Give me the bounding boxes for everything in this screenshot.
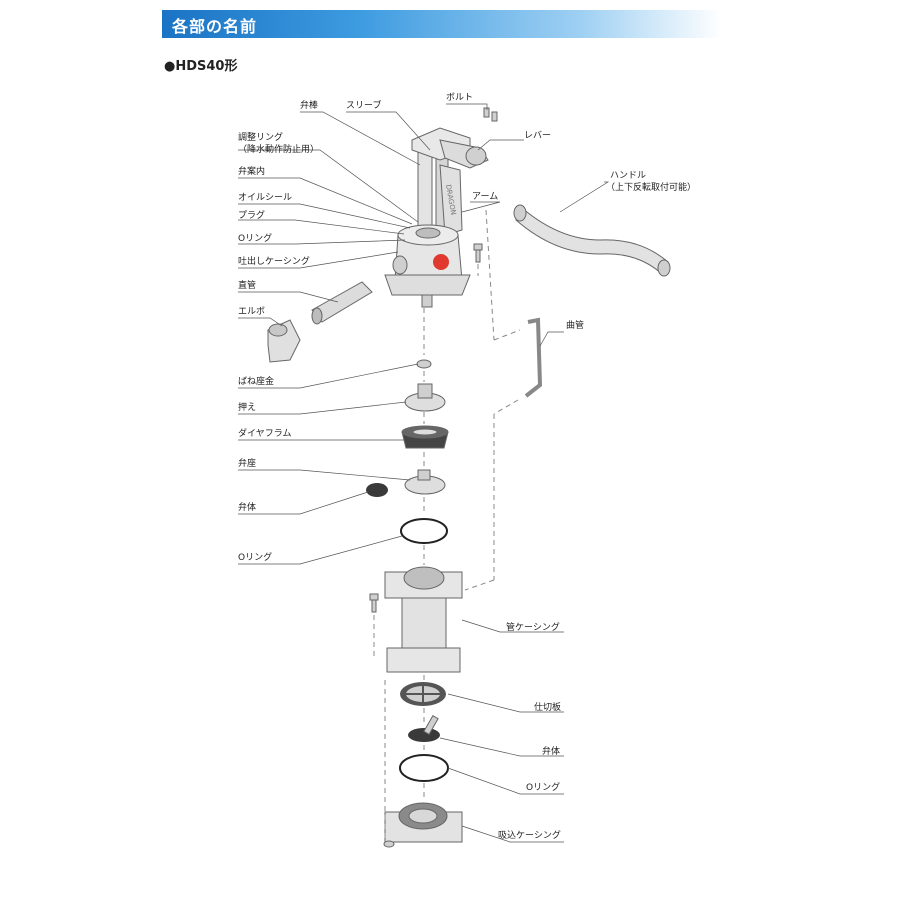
label-suction-casing: 吸込ケーシング — [498, 829, 561, 841]
o-ring-low-part — [399, 754, 449, 782]
casing-bolt-part — [369, 593, 379, 601]
label-adjust-ring-note: （降水動作防止用） — [238, 143, 319, 155]
label-lever: レバー — [524, 130, 551, 141]
label-benza: 弁座 — [238, 457, 256, 469]
label-benbou: 弁棒 — [300, 99, 318, 111]
label-pipe-casing: 管ケーシング — [506, 621, 560, 633]
straight-pipe-part — [311, 281, 373, 325]
section-title: 各部の名前 — [172, 17, 258, 36]
handle-part — [513, 204, 671, 277]
label-bentai-upper: 弁体 — [238, 501, 256, 513]
label-handle: ハンドル — [610, 171, 646, 181]
label-oil-seal: オイルシール — [238, 192, 292, 203]
valve-body-lower-part — [408, 715, 440, 742]
press-plate-part — [404, 383, 446, 412]
diaphragm-part — [401, 425, 449, 449]
model-label: ●HDS40形 — [164, 59, 238, 74]
label-bolt: ボルト — [446, 92, 473, 103]
label-sleeve: スリーブ — [346, 99, 381, 111]
label-o-ring-top: Oリング — [238, 232, 272, 244]
label-plug: プラグ — [238, 209, 265, 221]
o-ring-mid-part — [400, 518, 448, 544]
label-spring-washer: ばね座金 — [238, 375, 274, 387]
label-bentai-lower: 弁体 — [542, 745, 560, 757]
partition-plate-part — [400, 682, 446, 706]
pump-head-assembly: DRAGON — [384, 127, 489, 308]
label-o-ring-low: Oリング — [526, 781, 560, 793]
part-labels: 弁棒 スリーブ ボルト レバー 調整リング （降水動作防止用） 弁案内 オイルシ… — [238, 92, 696, 841]
label-chokkan: 直管 — [238, 279, 256, 291]
label-o-ring-mid: Oリング — [238, 551, 272, 563]
spring-washer-part — [416, 359, 432, 369]
label-arm: アーム — [472, 191, 498, 202]
section-header-bar: 各部の名前 — [162, 10, 722, 38]
label-osae: 押え — [238, 401, 256, 413]
label-discharge-casing: 吐出しケーシング — [238, 255, 310, 267]
label-kyokkan: 曲管 — [566, 319, 584, 331]
label-diaphragm: ダイヤフラム — [238, 427, 291, 439]
dragon-logo-icon — [433, 254, 449, 270]
bolt-parts — [473, 107, 498, 263]
alignment-lines — [373, 209, 521, 838]
leader-lines — [238, 103, 610, 843]
valve-seat-part — [404, 469, 446, 495]
label-handle-note: （上下反転取付可能） — [606, 181, 696, 193]
curved-pipe-part — [524, 317, 543, 398]
pipe-casing-part — [384, 566, 463, 673]
valve-body-upper-part — [366, 483, 388, 497]
label-elbow: エルボ — [238, 306, 265, 317]
label-ben-annai: 弁案内 — [238, 165, 265, 177]
elbow-part — [267, 319, 301, 363]
label-adjust-ring: 調整リング — [238, 131, 283, 143]
label-partition: 仕切板 — [534, 701, 561, 713]
suction-casing-part — [384, 802, 463, 843]
